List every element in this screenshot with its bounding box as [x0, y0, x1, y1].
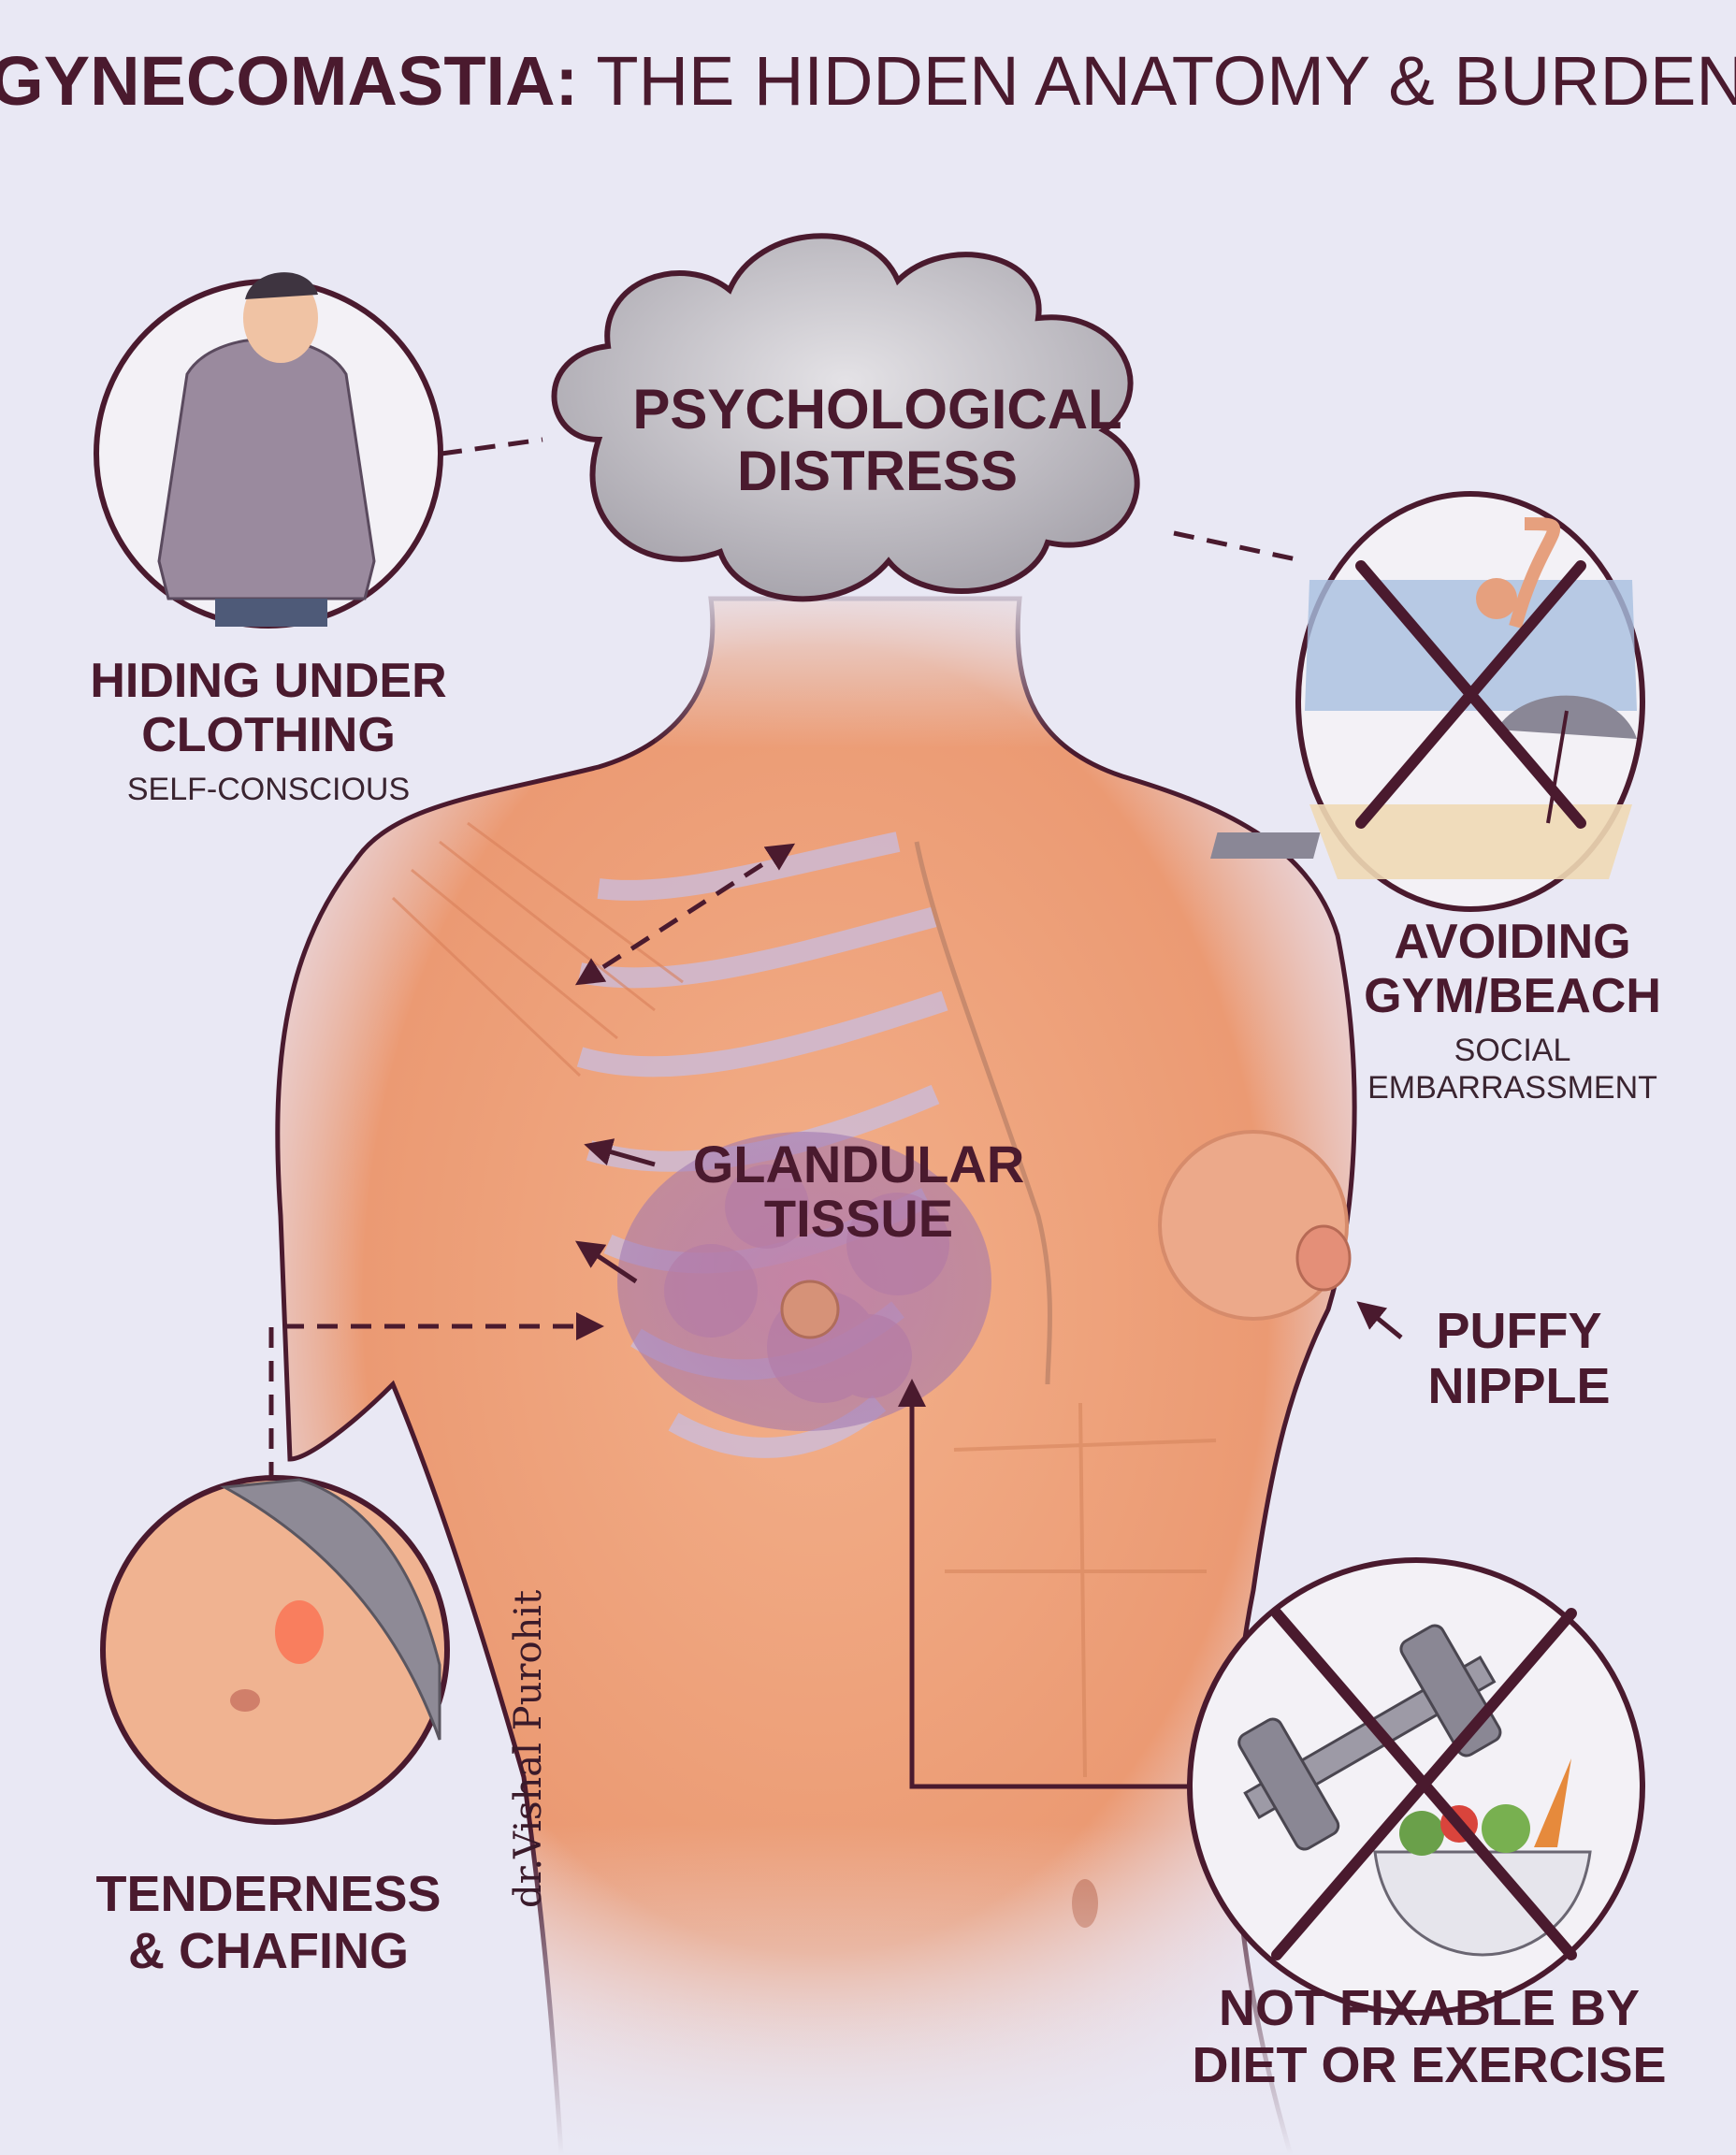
hiding-label-line1: HIDING UNDER — [90, 654, 446, 708]
left-nipple — [780, 1280, 840, 1339]
not-fixable-circle: NOT FIXABLE BY DIET OR EXERCISE — [1187, 1557, 1667, 2093]
hiding-sublabel: SELF-CONSCIOUS — [127, 772, 410, 807]
shirt-fabric-icon — [220, 1478, 441, 1741]
avoiding-sublabel-2: EMBARRASSMENT — [1367, 1070, 1657, 1106]
swimmer-icon — [1509, 517, 1561, 629]
notfixable-label-line1: NOT FIXABLE BY — [1219, 1980, 1640, 2036]
puffy-nipple — [1295, 1224, 1352, 1292]
hiding-label-line2: CLOTHING — [141, 708, 396, 762]
tenderness-label-line2: & CHAFING — [128, 1923, 409, 1979]
avoiding-label-line2: GYM/BEACH — [1364, 969, 1661, 1023]
avoiding-gym-beach-circle: AVOIDING GYM/BEACH SOCIAL EMBARRASSMENT — [1210, 491, 1661, 1106]
dashed-connectors — [268, 437, 1306, 1482]
hoodie-icon — [157, 338, 376, 600]
pool-icon — [1305, 580, 1637, 711]
tenderness-label-line1: TENDERNESS — [95, 1866, 441, 1922]
psychological-distress-cloud: PSYCHOLOGICAL DISTRESS — [551, 233, 1140, 602]
notfixable-label-line2: DIET OR EXERCISE — [1192, 2037, 1666, 2093]
torso-illustration — [275, 561, 1403, 2155]
avoiding-label-line1: AVOIDING — [1394, 915, 1630, 969]
glandular-label-line2: TISSUE — [764, 1189, 953, 1248]
glandular-label-line1: GLANDULAR — [693, 1135, 1025, 1193]
avoiding-sublabel-1: SOCIAL — [1454, 1033, 1571, 1068]
page-title: GYNECOMASTIA: THE HIDDEN ANATOMY & BURDE… — [0, 42, 1736, 120]
author-signature: dr.Vishal Purohit — [507, 1590, 550, 1908]
cross-out-icon — [1355, 560, 1586, 829]
tenderness-chafing-circle: TENDERNESS & CHAFING — [95, 1475, 450, 1979]
salad-bowl-icon — [1373, 1850, 1592, 1957]
cross-out-icon — [1271, 1608, 1577, 1960]
irritation-icon — [275, 1600, 324, 1664]
hiding-under-clothing-circle: HIDING UNDER CLOTHING SELF-CONSCIOUS — [90, 272, 447, 807]
puffy-label-line1: PUFFY — [1436, 1303, 1601, 1359]
solid-arrows — [575, 1138, 1403, 1789]
cloud-label-line1: PSYCHOLOGICAL — [632, 378, 1121, 441]
puffy-label-line2: NIPPLE — [1427, 1358, 1610, 1414]
cloud-label-line2: DISTRESS — [737, 440, 1018, 502]
